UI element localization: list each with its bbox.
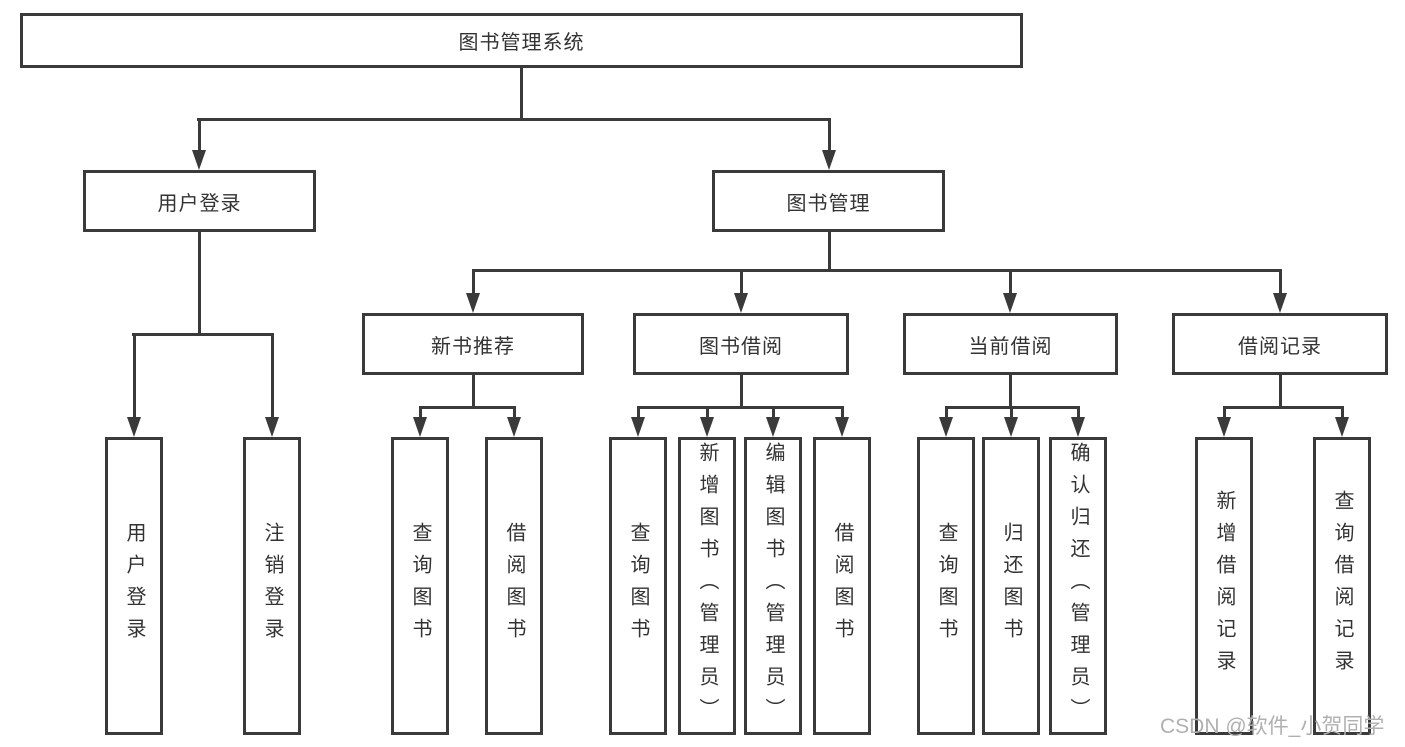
leaf-query-books-borrow: 查询图书 (609, 437, 667, 735)
leaf-label: 新增图书（管理员） (696, 442, 718, 730)
leaf-label: 查询图书 (627, 522, 649, 650)
connector-branch (637, 406, 844, 409)
node-user-login: 用户登录 (83, 170, 316, 232)
connector-branch (419, 406, 516, 409)
leaf-add-books-admin: 新增图书（管理员） (678, 437, 736, 735)
leaf-borrow-books: 借阅图书 (813, 437, 871, 735)
arrow-down-icon (766, 417, 780, 437)
connector-stem (1077, 406, 1080, 419)
arrow-down-icon (507, 417, 521, 437)
leaf-query-borrow-record: 查询借阅记录 (1313, 437, 1371, 735)
leaf-query-books-current: 查询图书 (917, 437, 975, 735)
connector-branch (472, 269, 1282, 272)
leaf-label: 查询图书 (409, 522, 431, 650)
connector-stem (945, 406, 948, 419)
leaf-label: 用户登录 (123, 522, 145, 650)
arrow-down-icon (700, 417, 714, 437)
connector-stem (472, 269, 475, 297)
connector-stem (1010, 406, 1013, 419)
connector-root-stem (520, 68, 523, 120)
leaf-label: 新增借阅记录 (1213, 490, 1235, 682)
leaf-label: 查询图书 (935, 522, 957, 650)
node-label: 图书管理系统 (458, 32, 585, 54)
node-label: 用户登录 (157, 192, 242, 215)
connector-stem (198, 232, 201, 335)
arrow-down-icon (1273, 293, 1287, 313)
connector-stem (419, 406, 422, 419)
leaf-logout: 注销登录 (243, 437, 301, 735)
connector-branch (1223, 406, 1344, 409)
leaf-return-books: 归还图书 (982, 437, 1040, 735)
node-borrow-record: 借阅记录 (1172, 313, 1388, 375)
connector-stem (706, 406, 709, 419)
leaf-query-books-recommend: 查询图书 (391, 437, 449, 735)
connector-stem (472, 375, 475, 409)
arrow-down-icon (1335, 417, 1349, 437)
arrow-down-icon (466, 293, 480, 313)
leaf-borrow-books-recommend: 借阅图书 (485, 437, 543, 735)
arrow-down-icon (939, 417, 953, 437)
connector-stem (772, 406, 775, 419)
leaf-edit-books-admin: 编辑图书（管理员） (744, 437, 802, 735)
connector-stem (828, 118, 831, 154)
leaf-label: 确认归还（管理员） (1067, 442, 1089, 730)
arrow-down-icon (822, 150, 836, 170)
node-new-book-recommend: 新书推荐 (362, 313, 584, 375)
connector-stem (513, 406, 516, 419)
arrow-down-icon (127, 417, 141, 437)
arrow-down-icon (1004, 417, 1018, 437)
arrow-down-icon (734, 293, 748, 313)
connector-stem (133, 333, 136, 419)
leaf-label: 注销登录 (261, 522, 283, 650)
arrow-down-icon (1003, 293, 1017, 313)
leaf-user-login: 用户登录 (105, 437, 163, 735)
leaf-add-borrow-record: 新增借阅记录 (1195, 437, 1253, 735)
connector-stem (740, 375, 743, 409)
leaf-label: 借阅图书 (831, 522, 853, 650)
connector-stem (1223, 406, 1226, 419)
connector-stem (828, 232, 831, 272)
arrow-down-icon (631, 417, 645, 437)
connector-stem (198, 118, 201, 154)
connector-stem (740, 269, 743, 297)
connector-branch (132, 333, 274, 336)
csdn-watermark: CSDN @软件_小贺同学 (1160, 715, 1385, 738)
connector-stem (637, 406, 640, 419)
node-label: 图书管理 (786, 192, 871, 215)
node-current-borrow: 当前借阅 (903, 313, 1118, 375)
node-book-borrow: 图书借阅 (633, 313, 849, 375)
node-book-management: 图书管理 (712, 170, 945, 232)
arrow-down-icon (413, 417, 427, 437)
connector-stem (1009, 269, 1012, 297)
connector-stem (1009, 375, 1012, 409)
arrow-down-icon (265, 417, 279, 437)
arrow-down-icon (192, 150, 206, 170)
leaf-label: 查询借阅记录 (1331, 490, 1353, 682)
connector-stem (271, 333, 274, 419)
leaf-label: 借阅图书 (503, 522, 525, 650)
connector-stem (1279, 375, 1282, 409)
leaf-label: 归还图书 (1000, 522, 1022, 650)
arrow-down-icon (1217, 417, 1231, 437)
connector-stem (1279, 269, 1282, 297)
arrow-down-icon (1071, 417, 1085, 437)
node-label: 新书推荐 (431, 335, 515, 358)
connector-root-branch (197, 118, 831, 121)
node-label: 借阅记录 (1238, 335, 1322, 358)
node-library-management-system: 图书管理系统 (20, 13, 1023, 68)
leaf-label: 编辑图书（管理员） (762, 442, 784, 730)
arrow-down-icon (835, 417, 849, 437)
node-label: 当前借阅 (968, 335, 1053, 358)
leaf-confirm-return-admin: 确认归还（管理员） (1049, 437, 1107, 735)
connector-stem (1341, 406, 1344, 419)
connector-stem (841, 406, 844, 419)
node-label: 图书借阅 (699, 335, 783, 358)
